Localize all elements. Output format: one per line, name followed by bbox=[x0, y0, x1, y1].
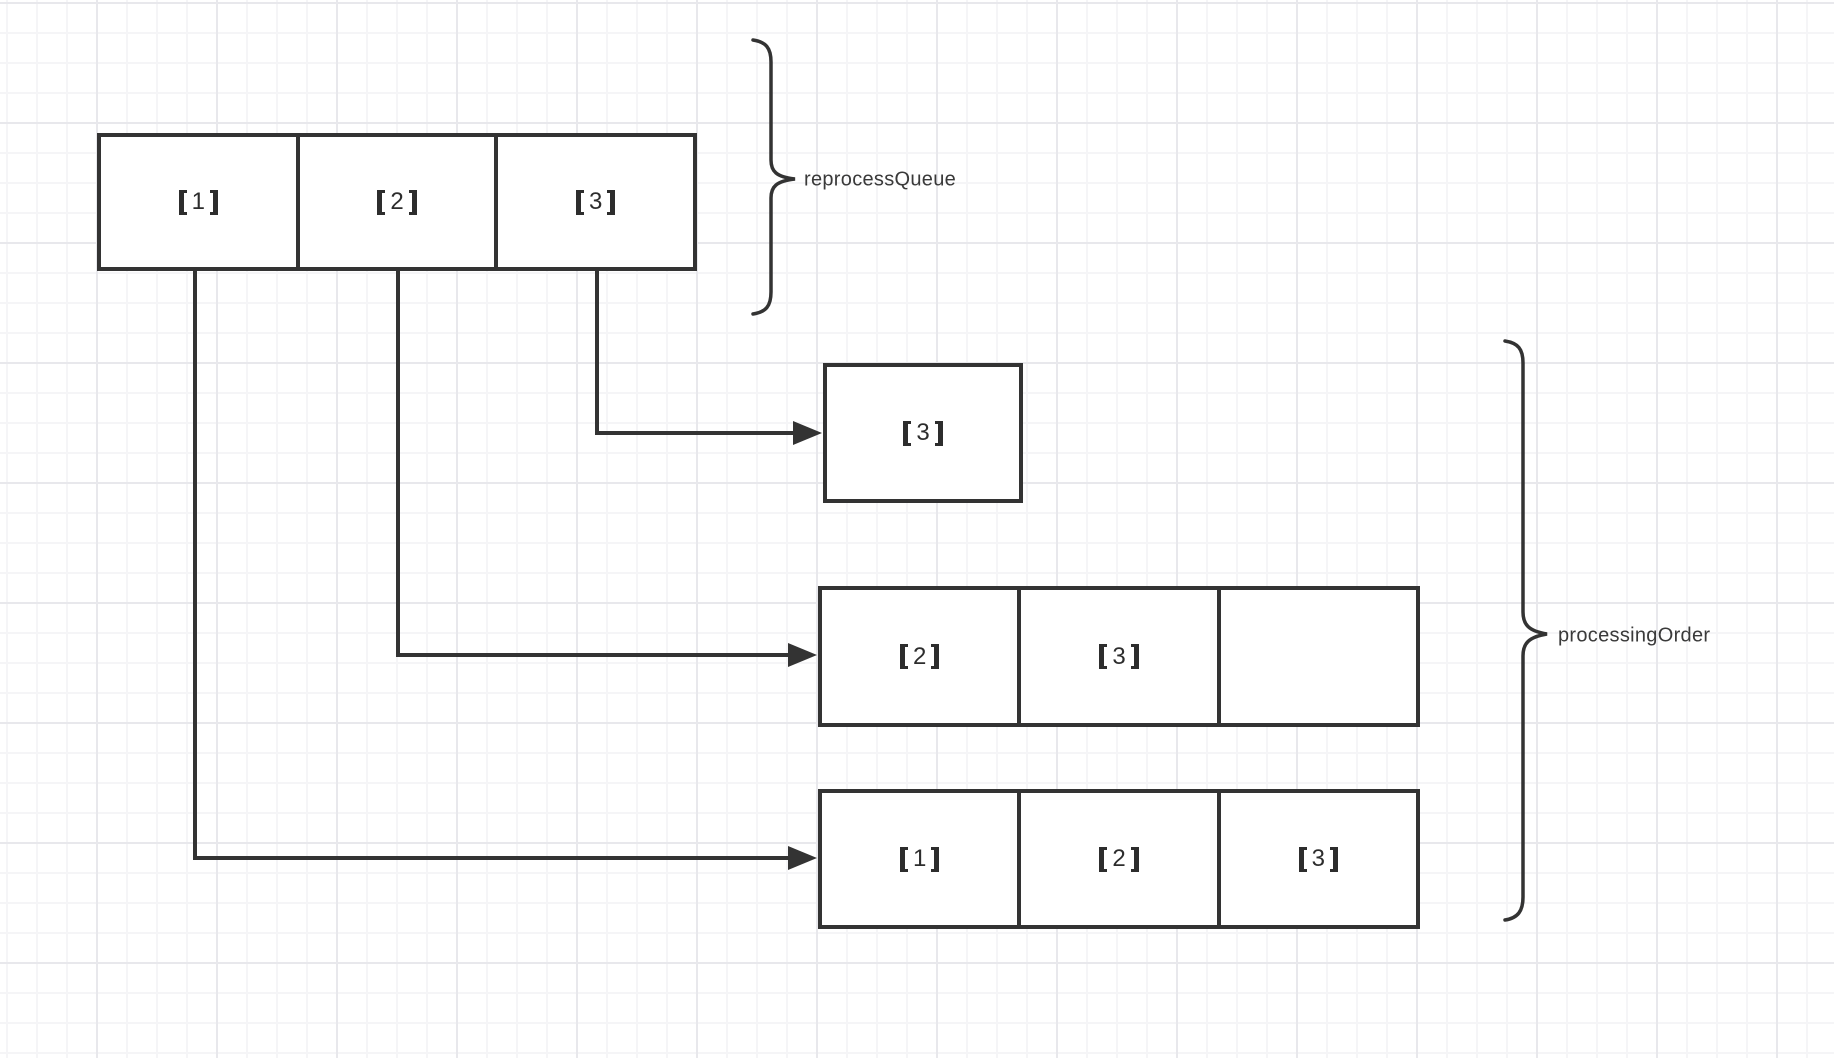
cell-label: 3 bbox=[1298, 845, 1338, 872]
cell-label: 2 bbox=[899, 642, 940, 670]
cell-label: 3 bbox=[903, 419, 943, 446]
cell-label: 3 bbox=[1099, 642, 1139, 670]
array-cell: 1 bbox=[101, 137, 296, 267]
processing-step-2-array[interactable]: 2 3 bbox=[818, 586, 1420, 727]
array-cell: 1 bbox=[822, 793, 1017, 925]
arrowhead-icon bbox=[788, 846, 817, 870]
array-cell: 3 bbox=[494, 137, 693, 267]
cell-label: 2 bbox=[1099, 845, 1139, 872]
arrow-cell3-to-step1[interactable] bbox=[595, 271, 794, 435]
lenticular-bracket-close-icon bbox=[607, 189, 616, 215]
arrowhead-icon bbox=[793, 421, 822, 445]
lenticular-bracket-open-icon bbox=[1298, 846, 1307, 872]
processing-order-label: processingOrder bbox=[1558, 624, 1711, 647]
array-cell: 2 bbox=[822, 590, 1017, 723]
array-cell: 3 bbox=[827, 367, 1019, 499]
array-cell: 2 bbox=[1017, 793, 1216, 925]
cell-value: 1 bbox=[912, 845, 927, 872]
cell-value: 2 bbox=[1112, 845, 1126, 872]
arrow-cell2-to-step2[interactable] bbox=[396, 271, 789, 657]
array-cell bbox=[1216, 590, 1416, 723]
cell-label: 3 bbox=[576, 188, 616, 215]
reprocess-queue-brace[interactable] bbox=[751, 38, 796, 316]
cell-label: 1 bbox=[899, 845, 940, 872]
lenticular-bracket-close-icon bbox=[1330, 846, 1338, 872]
arrowhead-icon bbox=[788, 643, 817, 667]
array-cell: 2 bbox=[295, 137, 495, 267]
cell-value: 3 bbox=[1311, 845, 1325, 872]
lenticular-bracket-open-icon bbox=[903, 420, 912, 446]
lenticular-bracket-open-icon bbox=[1099, 846, 1108, 872]
lenticular-bracket-close-icon bbox=[931, 846, 940, 872]
lenticular-bracket-open-icon bbox=[178, 189, 187, 215]
cell-label: 2 bbox=[377, 188, 417, 215]
processing-step-1-box[interactable]: 3 bbox=[823, 363, 1023, 503]
cell-value: 3 bbox=[916, 419, 930, 446]
lenticular-bracket-close-icon bbox=[210, 189, 219, 215]
lenticular-bracket-close-icon bbox=[934, 420, 943, 446]
reprocess-queue-label: reprocessQueue bbox=[804, 168, 957, 191]
lenticular-bracket-open-icon bbox=[1099, 644, 1108, 669]
cell-value: 3 bbox=[1112, 642, 1126, 670]
processing-step-3-array[interactable]: 1 2 3 bbox=[818, 789, 1420, 929]
cell-value: 2 bbox=[912, 642, 927, 670]
lenticular-bracket-close-icon bbox=[931, 644, 940, 669]
arrow-cell1-to-step3[interactable] bbox=[193, 271, 789, 860]
array-cell: 3 bbox=[1017, 590, 1216, 723]
lenticular-bracket-open-icon bbox=[576, 189, 584, 215]
lenticular-bracket-close-icon bbox=[1130, 846, 1139, 872]
cell-value: 2 bbox=[390, 188, 404, 215]
processing-order-brace[interactable] bbox=[1503, 339, 1548, 922]
cell-value: 1 bbox=[191, 188, 206, 215]
lenticular-bracket-open-icon bbox=[899, 644, 908, 669]
lenticular-bracket-open-icon bbox=[377, 189, 386, 215]
lenticular-bracket-close-icon bbox=[408, 189, 417, 215]
cell-value: 3 bbox=[589, 188, 603, 215]
reprocess-queue-array[interactable]: 1 2 3 bbox=[97, 133, 697, 271]
lenticular-bracket-close-icon bbox=[1130, 644, 1139, 669]
cell-label: 1 bbox=[178, 188, 219, 215]
lenticular-bracket-open-icon bbox=[899, 846, 908, 872]
array-cell: 3 bbox=[1216, 793, 1416, 925]
